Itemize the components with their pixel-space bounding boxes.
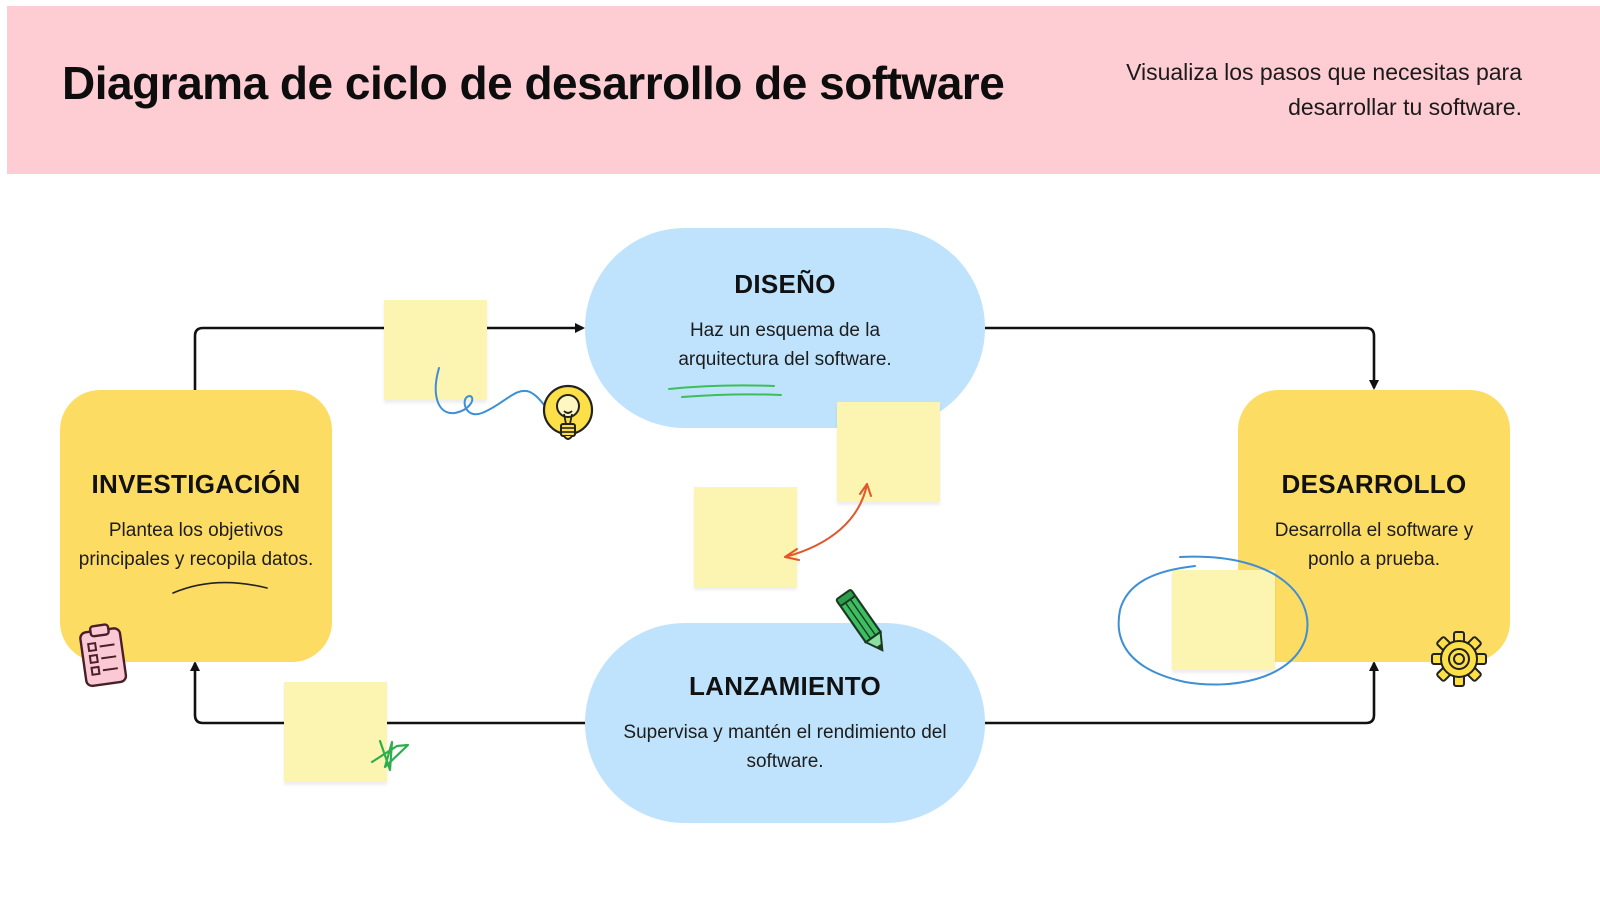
- header-banner: [7, 6, 1600, 174]
- sticky-note[interactable]: [284, 682, 387, 782]
- arrow-investigacion-to-diseno: [193, 323, 585, 390]
- clipboard-icon: [79, 623, 128, 688]
- page-subtitle: Visualiza los pasos que necesitas para d…: [1126, 59, 1522, 120]
- node-desarrollo-title: DESARROLLO: [1281, 468, 1467, 499]
- arrow-desarrollo-to-lanzamiento: [985, 661, 1379, 725]
- node-desarrollo-text: Desarrolla el software y ponlo a prueba.: [1274, 519, 1474, 570]
- node-diseno-title: DISEÑO: [734, 268, 836, 299]
- arrow-lanzamiento-to-investigacion: [190, 661, 585, 725]
- node-lanzamiento: LANZAMIENTO Supervisa y mantén el rendim…: [585, 623, 985, 823]
- node-lanzamiento-text: Supervisa y mantén el rendimiento del so…: [623, 721, 947, 772]
- sticky-note[interactable]: [1172, 570, 1275, 670]
- gear-icon: [1431, 631, 1487, 687]
- node-diseno-text: Haz un esquema de la arquitectura del so…: [678, 319, 892, 370]
- sticky-note[interactable]: [694, 487, 797, 587]
- lightbulb-icon: [542, 384, 594, 440]
- page-title: Diagrama de ciclo de desarrollo de softw…: [62, 57, 1005, 109]
- node-investigacion: INVESTIGACIÓN Plantea los objetivos prin…: [60, 390, 332, 662]
- sticky-note[interactable]: [384, 300, 487, 400]
- node-investigacion-text: Plantea los objetivos principales y reco…: [78, 519, 314, 570]
- sticky-note[interactable]: [837, 402, 940, 502]
- node-diseno: DISEÑO Haz un esquema de la arquitectura…: [585, 228, 985, 428]
- arrow-diseno-to-desarrollo: [985, 326, 1379, 390]
- pencil-icon: [835, 589, 884, 652]
- node-lanzamiento-title: LANZAMIENTO: [688, 670, 882, 701]
- node-desarrollo: DESARROLLO Desarrolla el software y ponl…: [1238, 390, 1510, 662]
- node-investigacion-title: INVESTIGACIÓN: [91, 468, 301, 499]
